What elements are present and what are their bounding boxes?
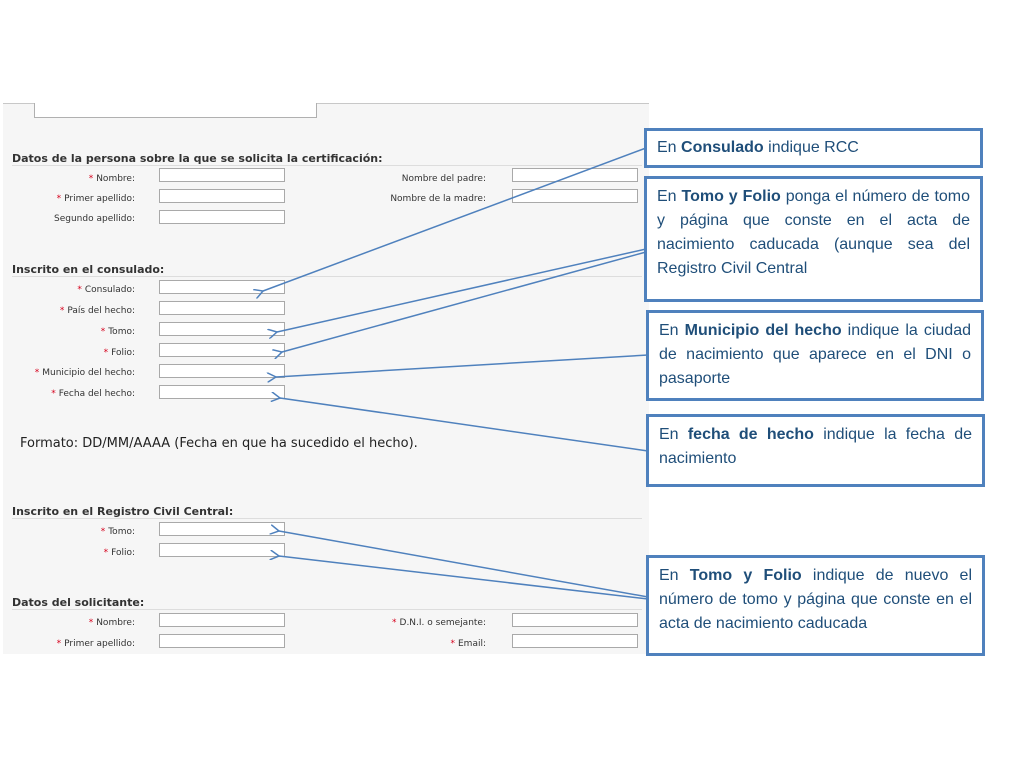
previous-field-input[interactable] <box>34 103 317 118</box>
required-marker: * <box>88 174 94 184</box>
date-format-note: Formato: DD/MM/AAAA (Fecha en que ha suc… <box>20 436 418 451</box>
label-text: Nombre: <box>96 174 135 184</box>
label-solicitante-nombre: *Nombre: <box>89 618 135 628</box>
section-divider <box>12 276 642 277</box>
fecha-hecho-input[interactable] <box>159 385 285 399</box>
required-marker: * <box>56 639 62 649</box>
required-marker: * <box>34 368 40 378</box>
section-divider <box>12 518 642 519</box>
label-tomo: *Tomo: <box>101 327 135 337</box>
label-text: Tomo: <box>108 327 135 337</box>
callout-text: En <box>659 567 690 584</box>
label-email: *Email: <box>450 639 486 649</box>
callout-keyword: Tomo y Folio <box>681 188 781 205</box>
label-text: Municipio del hecho: <box>42 368 135 378</box>
label-fecha-hecho: *Fecha del hecho: <box>51 389 135 399</box>
callout-text: En <box>659 322 685 339</box>
label-nombre: *Nombre: <box>89 174 135 184</box>
callout-text: indique RCC <box>763 139 859 156</box>
label-nombre-madre: Nombre de la madre: <box>390 194 486 204</box>
required-marker: * <box>77 285 82 295</box>
tomo-central-input[interactable] <box>159 522 285 536</box>
section-title-registro-central: Inscrito en el Registro Civil Central: <box>12 505 234 518</box>
email-input[interactable] <box>512 634 638 648</box>
nombre-madre-input[interactable] <box>512 189 638 203</box>
section-divider <box>12 609 642 610</box>
required-marker: * <box>100 527 106 537</box>
callout-keyword: Municipio del hecho <box>684 322 842 339</box>
panel-top-border <box>3 103 649 104</box>
required-marker: * <box>51 389 56 399</box>
label-text: D.N.I. o semejante: <box>399 618 486 628</box>
callout-text: En <box>657 139 682 156</box>
label-solicitante-primer-apellido: *Primer apellido: <box>57 639 135 649</box>
callout-keyword: Tomo y Folio <box>689 567 802 584</box>
section-title-solicitante: Datos del solicitante: <box>12 596 145 609</box>
callout-text: ponga el número de tomo y página que con… <box>657 188 971 277</box>
required-marker: * <box>103 548 109 558</box>
label-dni: *D.N.I. o semejante: <box>392 618 486 628</box>
label-consulado: *Consulado: <box>77 285 135 295</box>
section-title-consulado: Inscrito en el consulado: <box>12 263 165 276</box>
label-text: Folio: <box>111 548 135 558</box>
dni-input[interactable] <box>512 613 638 627</box>
pais-hecho-input[interactable] <box>159 301 285 315</box>
required-marker: * <box>100 327 106 337</box>
callout-tomo-folio: En Tomo y Folio ponga el número de tomo … <box>644 176 983 302</box>
callout-text: indique la ciudad de nacimiento que apar… <box>659 322 971 387</box>
label-text: Fecha del hecho: <box>58 389 135 399</box>
callout-consulado: En Consulado indique RCC <box>644 128 983 168</box>
required-marker: * <box>88 618 94 628</box>
callout-tomo-folio-central: En Tomo y Folio indique de nuevo el núme… <box>646 555 985 656</box>
label-primer-apellido: *Primer apellido: <box>57 194 135 204</box>
section-title-persona: Datos de la persona sobre la que se soli… <box>12 152 383 165</box>
callout-municipio: En Municipio del hecho indique la ciudad… <box>646 310 984 401</box>
nombre-padre-input[interactable] <box>512 168 638 182</box>
label-text: País del hecho: <box>67 306 135 316</box>
tomo-input[interactable] <box>159 322 285 336</box>
required-marker: * <box>56 194 62 204</box>
consulado-input[interactable] <box>159 280 285 294</box>
folio-input[interactable] <box>159 343 285 357</box>
nombre-input[interactable] <box>159 168 285 182</box>
required-marker: * <box>392 618 397 628</box>
label-text: Consulado: <box>84 285 135 295</box>
label-text: Email: <box>457 639 486 649</box>
callout-text: En <box>659 426 688 443</box>
municipio-hecho-input[interactable] <box>159 364 285 378</box>
solicitante-primer-apellido-input[interactable] <box>159 634 285 648</box>
segundo-apellido-input[interactable] <box>159 210 285 224</box>
label-segundo-apellido: Segundo apellido: <box>54 214 135 224</box>
section-divider <box>12 165 642 166</box>
label-pais-hecho: *País del hecho: <box>60 306 135 316</box>
label-nombre-padre: Nombre del padre: <box>401 174 486 184</box>
callout-text: indique la fecha de nacimiento <box>659 426 973 467</box>
folio-central-input[interactable] <box>159 543 285 557</box>
required-marker: * <box>59 306 65 316</box>
required-marker: * <box>450 639 455 649</box>
solicitante-nombre-input[interactable] <box>159 613 285 627</box>
label-tomo-central: *Tomo: <box>101 527 135 537</box>
callout-keyword: fecha de hecho <box>687 426 814 443</box>
required-marker: * <box>103 348 109 358</box>
primer-apellido-input[interactable] <box>159 189 285 203</box>
label-folio: *Folio: <box>104 348 135 358</box>
label-text: Folio: <box>111 348 135 358</box>
label-text: Nombre: <box>96 618 135 628</box>
callout-keyword: Consulado <box>681 139 764 156</box>
label-text: Primer apellido: <box>64 194 135 204</box>
callout-fecha: En fecha de hecho indique la fecha de na… <box>646 414 985 487</box>
label-municipio-hecho: *Municipio del hecho: <box>35 368 135 378</box>
label-text: Primer apellido: <box>64 639 135 649</box>
callout-text: indique de nuevo el número de tomo y pág… <box>659 567 973 632</box>
callout-text: En <box>657 188 682 205</box>
certification-form: Datos de la persona sobre la que se soli… <box>3 103 649 654</box>
label-text: Tomo: <box>108 527 135 537</box>
label-folio-central: *Folio: <box>104 548 135 558</box>
